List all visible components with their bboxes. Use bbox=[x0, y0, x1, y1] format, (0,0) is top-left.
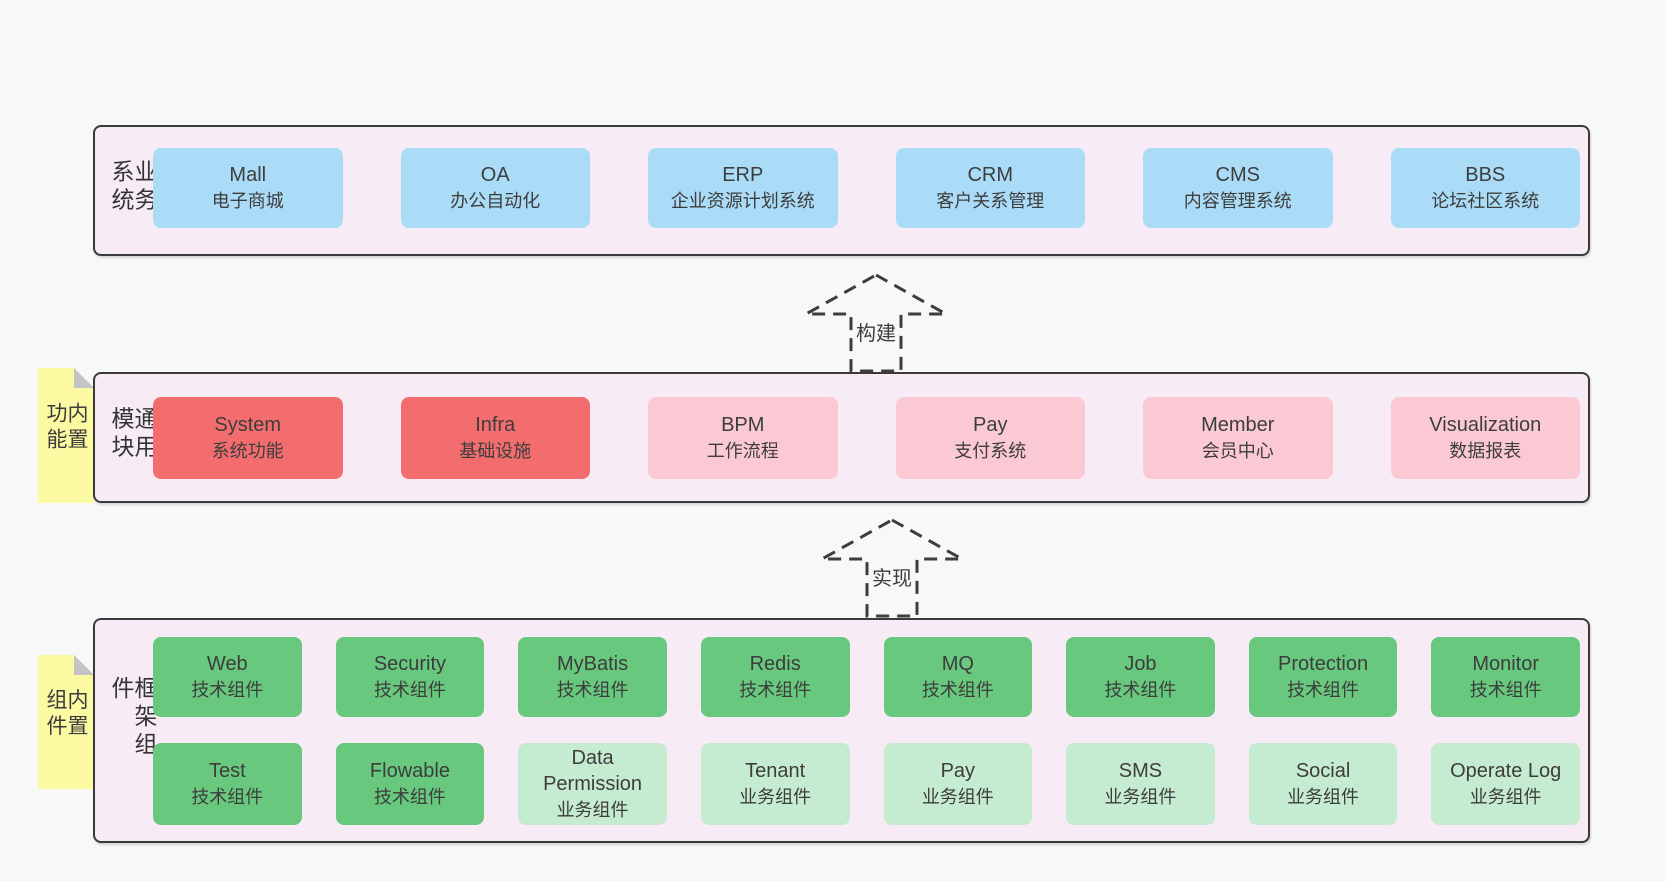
sticky-tab-builtin-components: 内置组件 bbox=[38, 655, 94, 789]
box-job: Job 技术组件 bbox=[1066, 637, 1215, 717]
arrow-build: 构建 bbox=[796, 273, 956, 373]
box-data-permission: Data Permission 业务组件 bbox=[518, 743, 667, 825]
box-mybatis: MyBatis 技术组件 bbox=[518, 637, 667, 717]
box-web: Web 技术组件 bbox=[153, 637, 302, 717]
components-row-2: Test 技术组件 Flowable 技术组件 Data Permission … bbox=[153, 743, 1580, 825]
box-pay: Pay 支付系统 bbox=[895, 397, 1085, 479]
box-pay-biz: Pay 业务组件 bbox=[883, 743, 1033, 825]
box-visualization: Visualization 数据报表 bbox=[1390, 397, 1580, 479]
sticky-tab-builtin-features: 内置功能 bbox=[38, 368, 94, 503]
sticky-tab-label: 内置功能 bbox=[44, 401, 88, 454]
modules-boxes-row: System 系统功能 Infra 基础设施 BPM 工作流程 Pay 支付系统… bbox=[153, 397, 1580, 479]
business-boxes-row: Mall 电子商城 OA 办公自动化 ERP 企业资源计划系统 CRM 客户关系… bbox=[153, 148, 1580, 228]
box-member: Member 会员中心 bbox=[1143, 397, 1333, 479]
panel-side-label: 框架组件 bbox=[108, 675, 157, 760]
box-flowable: Flowable 技术组件 bbox=[335, 743, 485, 825]
arrow-label: 实现 bbox=[872, 568, 912, 590]
box-operate-log: Operate Log 业务组件 bbox=[1431, 743, 1580, 825]
box-erp: ERP 企业资源计划系统 bbox=[648, 148, 838, 228]
box-cms: CMS 内容管理系统 bbox=[1143, 148, 1333, 228]
panel-framework-components: 框架组件 Web 技术组件 Security 技术组件 MyBatis 技术组件… bbox=[93, 618, 1590, 843]
dashed-up-arrow-icon bbox=[816, 518, 968, 618]
panel-side-label: 业务系统 bbox=[108, 158, 157, 215]
folded-corner-icon bbox=[74, 655, 94, 675]
box-test: Test 技术组件 bbox=[153, 743, 302, 825]
box-redis: Redis 技术组件 bbox=[700, 637, 850, 717]
box-bpm: BPM 工作流程 bbox=[648, 397, 838, 479]
dashed-up-arrow-icon bbox=[800, 273, 952, 373]
panel-common-modules: 通用模块 System 系统功能 Infra 基础设施 BPM 工作流程 Pay… bbox=[93, 372, 1590, 503]
box-social: Social 业务组件 bbox=[1248, 743, 1398, 825]
box-sms: SMS 业务组件 bbox=[1066, 743, 1215, 825]
folded-corner-icon bbox=[74, 368, 94, 388]
box-infra: Infra 基础设施 bbox=[400, 397, 590, 479]
box-mall: Mall 电子商城 bbox=[153, 148, 343, 228]
box-protection: Protection 技术组件 bbox=[1248, 637, 1398, 717]
sticky-tab-label: 内置组件 bbox=[44, 688, 88, 741]
box-bbs: BBS 论坛社区系统 bbox=[1390, 148, 1580, 228]
panel-business-systems: 业务系统 Mall 电子商城 OA 办公自动化 ERP 企业资源计划系统 CRM… bbox=[93, 125, 1590, 256]
box-oa: OA 办公自动化 bbox=[400, 148, 590, 228]
box-security: Security 技术组件 bbox=[335, 637, 485, 717]
box-system: System 系统功能 bbox=[153, 397, 343, 479]
box-mq: MQ 技术组件 bbox=[883, 637, 1033, 717]
arrow-label: 构建 bbox=[856, 323, 896, 345]
arrow-implement: 实现 bbox=[812, 518, 972, 618]
box-monitor: Monitor 技术组件 bbox=[1431, 637, 1580, 717]
panel-side-label: 通用模块 bbox=[108, 405, 157, 462]
box-tenant: Tenant 业务组件 bbox=[700, 743, 850, 825]
box-crm: CRM 客户关系管理 bbox=[895, 148, 1085, 228]
components-row-1: Web 技术组件 Security 技术组件 MyBatis 技术组件 Redi… bbox=[153, 637, 1580, 717]
